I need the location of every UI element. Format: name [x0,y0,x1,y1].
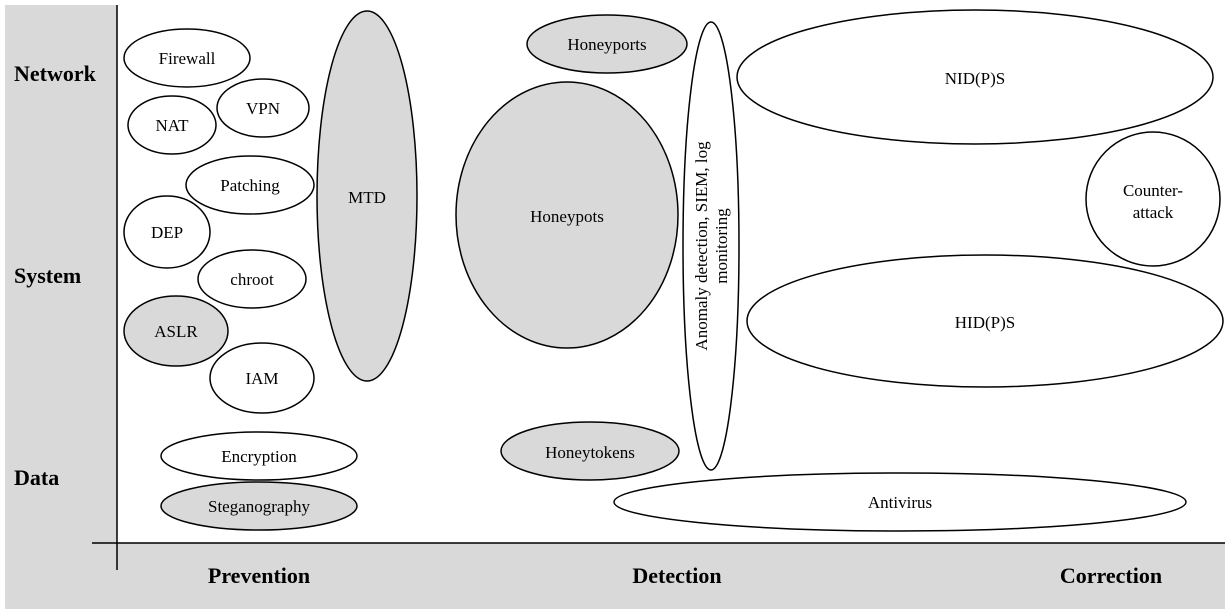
node-honeyports: Honeyports [526,14,688,74]
node-dep: DEP [123,195,211,269]
col-label-detection: Detection [632,563,721,588]
bottom-band [5,543,1225,609]
svg-text:MTD: MTD [348,188,386,207]
node-hidps: HID(P)S [746,254,1224,388]
node-mtd: MTD [316,10,418,382]
svg-text:NID(P)S: NID(P)S [945,69,1005,88]
row-label-system: System [14,263,81,288]
node-nat: NAT [127,95,217,155]
row-label-network: Network [14,61,97,86]
svg-text:Firewall: Firewall [159,49,216,68]
node-firewall: Firewall [123,28,251,88]
node-aslr: ASLR [123,295,229,367]
svg-text:Steganography: Steganography [208,497,310,516]
svg-text:DEP: DEP [151,223,183,242]
svg-text:attack: attack [1133,203,1174,222]
node-patching: Patching [185,155,315,215]
svg-text:Counter-: Counter- [1123,181,1183,200]
svg-text:VPN: VPN [246,99,280,118]
svg-text:Patching: Patching [220,176,280,195]
svg-text:Antivirus: Antivirus [868,493,932,512]
svg-text:Encryption: Encryption [221,447,297,466]
svg-text:NAT: NAT [155,116,189,135]
svg-text:HID(P)S: HID(P)S [955,313,1015,332]
svg-text:chroot: chroot [230,270,274,289]
svg-text:ASLR: ASLR [154,322,198,341]
col-label-prevention: Prevention [208,563,310,588]
svg-text:IAM: IAM [245,369,278,388]
col-label-correction: Correction [1060,563,1162,588]
node-nidps: NID(P)S [736,9,1214,145]
node-honeypots: Honeypots [455,81,679,349]
node-antivirus: Antivirus [613,472,1187,532]
row-label-data: Data [14,465,59,490]
svg-text:Honeypots: Honeypots [530,207,604,226]
node-iam: IAM [209,342,315,414]
svg-text:Honeyports: Honeyports [567,35,646,54]
node-steganography: Steganography [160,481,358,531]
node-chroot: chroot [197,249,307,309]
svg-text:Anomaly detection, SIEM, log: Anomaly detection, SIEM, log [692,141,711,351]
node-counter-attack: Counter- attack [1085,131,1221,267]
node-anomaly-detection: Anomaly detection, SIEM, log monitoring [682,21,740,471]
node-vpn: VPN [216,78,310,138]
svg-text:monitoring: monitoring [712,208,731,284]
node-honeytokens: Honeytokens [500,421,680,481]
left-band [5,5,117,609]
node-encryption: Encryption [160,431,358,481]
svg-text:Honeytokens: Honeytokens [545,443,635,462]
